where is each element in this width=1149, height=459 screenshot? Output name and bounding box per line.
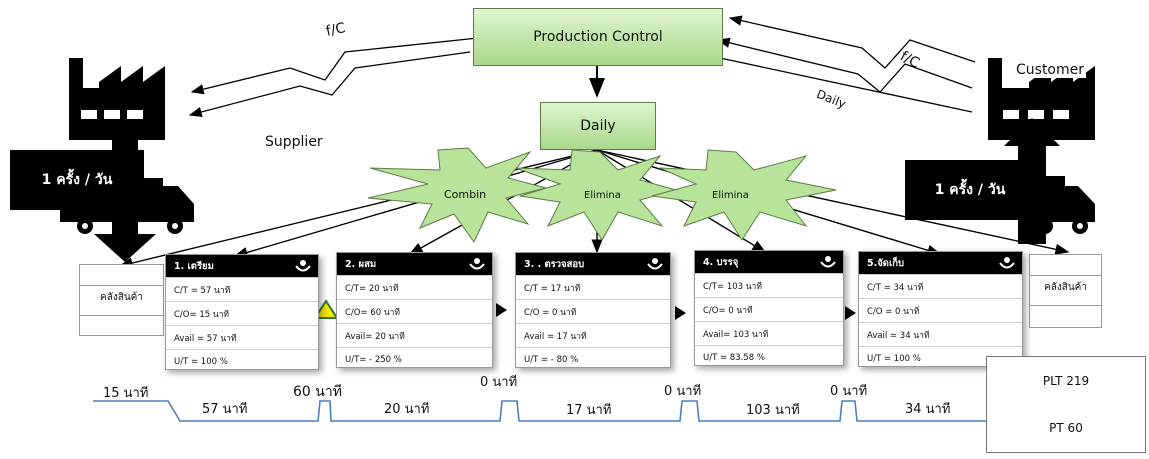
push-arrows xyxy=(496,303,856,320)
plt-box: PLT 219 xyxy=(986,356,1146,406)
customer-to-control-line xyxy=(728,15,976,69)
daily-schedule-label: Daily xyxy=(580,118,616,134)
process-co: C/O = 0 นาที xyxy=(859,298,1022,322)
process-avail: Avail = 34 นาที xyxy=(859,322,1022,346)
timeline-wait-1: 15 นาที xyxy=(103,386,149,401)
timeline-process-3: 17 นาที xyxy=(566,403,612,418)
fc-to-supplier-line-2 xyxy=(188,51,471,118)
operator-icon xyxy=(999,257,1015,269)
customer-frequency-box: 1 ครั้ง / วัน xyxy=(905,160,1035,220)
process-box-2: 2. ผสม C/T= 20 นาที C/O= 60 นาที Avail= … xyxy=(336,252,493,368)
warehouse-left: คลังสินค้า xyxy=(79,264,164,336)
process-title: 1. เตรียม xyxy=(174,260,214,272)
process-co: C/O = 0 นาที xyxy=(516,299,670,323)
warehouse-right-label: คลังสินค้า xyxy=(1044,282,1087,293)
daily-to-customer-line xyxy=(719,57,973,113)
production-control-box: Production Control xyxy=(473,8,723,66)
process-ct: C/T = 17 นาที xyxy=(516,275,670,299)
customer-factory-icon xyxy=(988,58,1095,140)
process-avail: Avail= 103 นาที xyxy=(695,321,843,345)
kaizen-label-eliminate-1: Elimina xyxy=(584,190,621,201)
timeline-ladder-line xyxy=(93,400,1000,422)
schedule-line-warehouse-left xyxy=(118,149,598,269)
process-avail: Avail = 57 นาที xyxy=(166,325,318,349)
timeline-process-4: 103 นาที xyxy=(746,403,800,418)
process-co: C/O= 60 นาที xyxy=(337,299,492,323)
supplier-factory-icon xyxy=(69,58,165,140)
supplier-frequency-box: 1 ครั้ง / วัน xyxy=(10,150,144,210)
process-box-5: 5.จัดเก็บ C/T = 34 นาที C/O = 0 นาที Ava… xyxy=(858,251,1023,367)
process-ut: U/T = 100 % xyxy=(859,346,1022,371)
process-box-3: 3. . ตรวจสอบ C/T = 17 นาที C/O = 0 นาที … xyxy=(515,252,671,368)
process-ct: C/T = 34 นาที xyxy=(859,274,1022,298)
timeline-process-2: 20 นาที xyxy=(384,402,430,417)
process-box-4: 4. บรรจุ C/T= 103 นาที C/O= 0 นาที Avail… xyxy=(694,250,844,366)
process-title: 4. บรรจุ xyxy=(703,256,739,268)
operator-icon xyxy=(295,260,311,272)
pt-box: PT 60 xyxy=(986,404,1146,453)
timeline-process-1: 57 นาที xyxy=(202,402,248,417)
process-ut: U/T = - 80 % xyxy=(516,347,670,372)
production-control-label: Production Control xyxy=(533,29,663,45)
customer-label: Customer xyxy=(1014,62,1087,78)
process-co: C/O= 0 นาที xyxy=(695,297,843,321)
timeline-process-5: 34 นาที xyxy=(905,402,951,417)
process-box-1: 1. เตรียม C/T = 57 นาที C/O= 15 นาที Ava… xyxy=(165,254,319,370)
process-ut: U/T= - 250 % xyxy=(337,347,492,372)
inventory-triangle-icon xyxy=(313,299,339,319)
process-title: 5.จัดเก็บ xyxy=(867,257,904,269)
timeline-wait-2: 60 นาที xyxy=(293,384,342,400)
process-ut: U/T = 83.58 % xyxy=(695,345,843,370)
operator-icon xyxy=(469,258,485,270)
operator-icon xyxy=(647,258,663,270)
kaizen-burst-eliminate-1 xyxy=(515,149,678,241)
process-title: 3. . ตรวจสอบ xyxy=(524,258,585,270)
daily-schedule-box: Daily xyxy=(540,102,656,150)
warehouse-left-label: คลังสินค้า xyxy=(100,292,143,303)
process-ut: U/T = 100 % xyxy=(166,349,318,374)
timeline-wait-5: 0 นาที xyxy=(830,384,868,399)
kaizen-label-eliminate-2: Elimina xyxy=(712,190,749,201)
fc-to-supplier-line xyxy=(190,37,479,95)
process-ct: C/T= 20 นาที xyxy=(337,275,492,299)
schedule-line-warehouse-right xyxy=(596,149,1070,255)
process-avail: Avail = 17 นาที xyxy=(516,323,670,347)
timeline-wait-3: 0 นาที xyxy=(480,375,518,390)
process-title: 2. ผสม xyxy=(345,258,377,270)
process-ct: C/T = 57 นาที xyxy=(166,277,318,301)
operator-icon xyxy=(820,256,836,268)
process-ct: C/T= 103 นาที xyxy=(695,273,843,297)
process-co: C/O= 15 นาที xyxy=(166,301,318,325)
timeline-wait-4: 0 นาที xyxy=(664,384,702,399)
kaizen-burst-eliminate-2 xyxy=(651,149,837,241)
warehouse-right: คลังสินค้า xyxy=(1029,254,1102,328)
kaizen-label-combine: Combin xyxy=(444,188,487,201)
schedule-line-process-4 xyxy=(596,149,767,253)
process-avail: Avail= 20 นาที xyxy=(337,323,492,347)
kaizen-burst-combine xyxy=(367,147,547,243)
supplier-label: Supplier xyxy=(265,134,323,150)
